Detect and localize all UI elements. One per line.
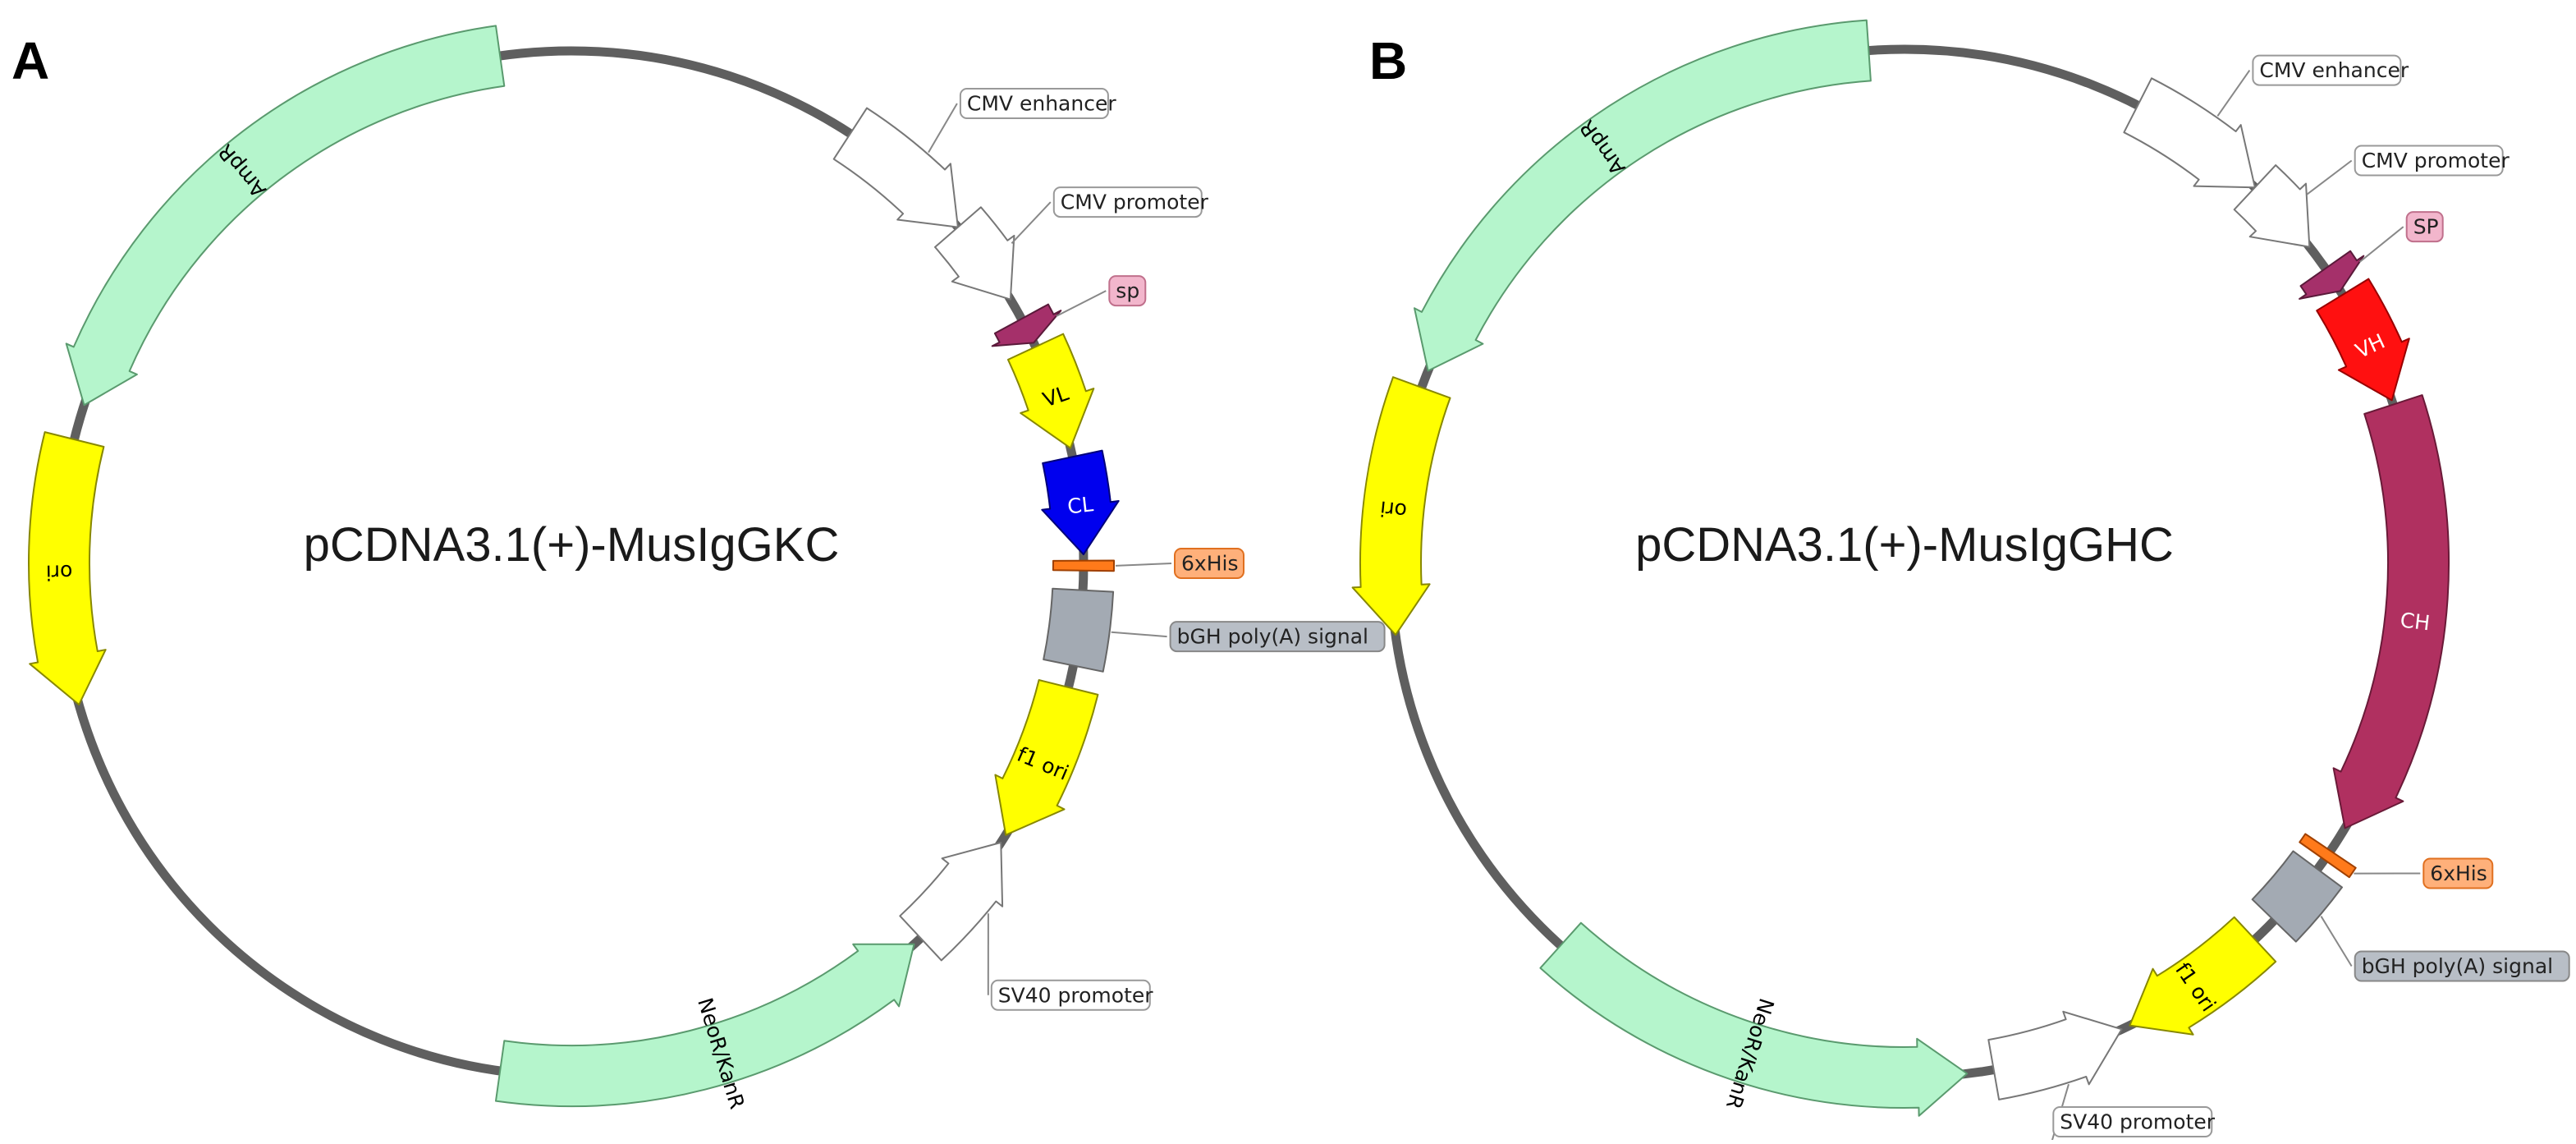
- panel-a-cmv-enhancer-callout-text: CMV enhancer: [967, 92, 1116, 116]
- panel-b-cmv-enhancer-callout-text: CMV enhancer: [2259, 58, 2409, 82]
- panel-a-cmv-enhancer-callout-leader: [928, 103, 957, 153]
- panel-a-cmv-promoter-callout-leader: [1011, 202, 1050, 243]
- panel-b-6xhis-callout-text: 6xHis: [2430, 861, 2487, 885]
- panel-a-6xhis-callout-leader: [1116, 563, 1171, 566]
- panel-b-sv40-promoter-callout-text: SV40 promoter: [2060, 1110, 2215, 1134]
- panel-b-ch-label: CH: [2399, 608, 2431, 635]
- panel-a-ampr-feature: [66, 25, 505, 405]
- panel-b-plasmid-name: pCDNA3.1(+)-MusIgGHC: [1635, 518, 2174, 572]
- panel-b-sv40-promoter-feature: [1988, 1012, 2121, 1100]
- panel-a-cmv-promoter-callout-text: CMV promoter: [1061, 191, 1209, 214]
- panel-a-signal-peptide-callout-text: sp: [1116, 279, 1139, 303]
- panel-b-ampr-feature: [1414, 21, 1871, 371]
- panel-a-ori-label: ori: [46, 560, 73, 585]
- panel-a-cl-label: CL: [1066, 492, 1095, 518]
- panel-b-signal-peptide-callout-text: SP: [2413, 215, 2439, 239]
- panel-a-bgh-poly-a-signal-feature: [1043, 589, 1113, 672]
- panel-b-signal-peptide-callout-leader: [2360, 227, 2404, 262]
- panel-a-signal-peptide-callout-leader: [1057, 291, 1107, 316]
- panel-b-ch-feature: [2334, 395, 2449, 828]
- panel-a-6xhis-callout-text: 6xHis: [1181, 552, 1238, 576]
- panel-b-cmv-promoter-callout-text: CMV promoter: [2362, 149, 2510, 172]
- panel-a-6xhis-feature: [1053, 561, 1114, 572]
- panel-a-bgh-poly-a-signal-callout-text: bGH poly(A) signal: [1177, 625, 1368, 649]
- panel-b-cmv-promoter-callout-leader: [2307, 161, 2351, 195]
- panel-b-bgh-poly-a-signal-callout-text: bGH poly(A) signal: [2362, 954, 2553, 978]
- panel-b-ori-label: ori: [1379, 496, 1408, 522]
- panel-a-sv40-promoter-callout-text: SV40 promoter: [998, 983, 1153, 1007]
- panel-a-letter: A: [11, 31, 49, 90]
- panel-b-cmv-enhancer-feature: [2124, 78, 2255, 187]
- panel-b-letter: B: [1369, 31, 1407, 90]
- panel-a-cmv-enhancer-feature: [834, 108, 958, 227]
- panel-b-bgh-poly-a-signal-callout-leader: [2322, 917, 2352, 967]
- panel-b-cmv-enhancer-callout-leader: [2217, 71, 2249, 117]
- panel-a-bgh-poly-a-signal-callout-leader: [1112, 632, 1167, 636]
- panel-a-plasmid-name: pCDNA3.1(+)-MusIgGKC: [304, 518, 840, 572]
